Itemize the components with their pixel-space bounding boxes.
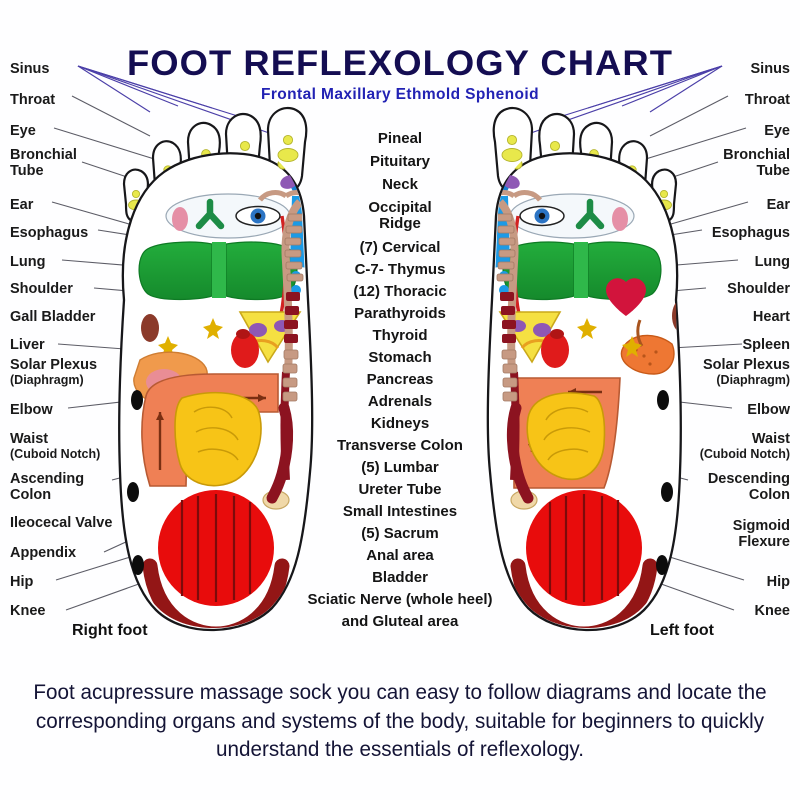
- center-zone-label-21: and Gluteal area: [341, 613, 459, 630]
- left-foot-edge-markers: [656, 390, 673, 575]
- heart-shape: [606, 278, 646, 316]
- center-zone-label-3: Occipital Ridge: [368, 199, 432, 232]
- page-subtitle: Frontal Maxillary Ethmold Sphenoid: [261, 86, 539, 103]
- left-zone-label-11: Elbow: [10, 402, 53, 418]
- left-zone-label-16: Hip: [10, 574, 34, 590]
- gall-bladder-shape: [141, 314, 159, 342]
- left-zone-label-15: Appendix: [10, 545, 77, 561]
- left-zone-label-5: Esophagus: [10, 225, 89, 241]
- center-zone-label-12: Kidneys: [370, 415, 430, 432]
- kidney-shape: [231, 332, 259, 368]
- center-zone-label-11: Adrenals: [367, 393, 433, 410]
- small-intestine-shape: [174, 391, 262, 487]
- right-zone-label-6: Lung: [754, 254, 790, 270]
- left-zone-label-2: Eye: [10, 123, 36, 139]
- center-zone-label-8: Thyroid: [372, 327, 428, 344]
- right-zone-sublabel-10: (Diaphragm): [716, 372, 790, 387]
- center-zone-label-9: Stomach: [368, 349, 432, 366]
- center-zone-label-7: Parathyroids: [354, 305, 446, 322]
- right-zone-label-9: Spleen: [742, 337, 790, 353]
- spine-right-foot: [258, 190, 311, 504]
- left-zone-label-14: Ileocecal Valve: [10, 515, 113, 531]
- left-zone-sublabel-12: (Cuboid Notch): [10, 446, 101, 461]
- right-zone-label-13: Descending Colon: [707, 471, 790, 503]
- center-zone-label-19: Bladder: [372, 569, 428, 586]
- caption-text: Foot acupressure massage sock you can ea…: [33, 680, 767, 762]
- left-foot-diagram: [486, 106, 682, 632]
- throat-marker: [172, 207, 188, 231]
- right-zone-label-15: Hip: [766, 574, 790, 590]
- right-zone-label-3: Bronchial Tube: [723, 147, 790, 179]
- right-zone-label-10: Solar Plexus(Diaphragm): [702, 357, 790, 387]
- right-zone-label-1: Throat: [744, 92, 790, 108]
- right-zone-label-7: Shoulder: [727, 281, 790, 297]
- left-zone-label-3: Bronchial Tube: [10, 147, 77, 179]
- sciatic-nerve-band: [142, 558, 290, 629]
- center-zone-label-18: Anal area: [366, 547, 434, 564]
- right-foot-diagram: [118, 106, 314, 632]
- right-zone-label-0: Sinus: [750, 61, 790, 77]
- left-zone-label-9: Liver: [10, 337, 45, 353]
- eye-icon: [235, 205, 281, 227]
- center-zone-label-6: (12) Thoracic: [353, 283, 447, 300]
- left-zone-label-10: Solar Plexus(Diaphragm): [10, 357, 98, 387]
- right-zone-label-16: Knee: [754, 603, 790, 619]
- center-zone-label-14: (5) Lumbar: [361, 459, 439, 476]
- center-zone-label-17: (5) Sacrum: [361, 525, 439, 542]
- center-zone-label-10: Pancreas: [366, 371, 434, 388]
- right-zone-sublabel-12: (Cuboid Notch): [699, 446, 790, 461]
- right-zone-label-2: Eye: [764, 123, 790, 139]
- right-foot-label: Right foot: [72, 622, 148, 639]
- left-zone-label-6: Lung: [10, 254, 46, 270]
- left-zone-label-1: Throat: [10, 92, 56, 108]
- left-zone-label-12: Waist(Cuboid Notch): [10, 431, 101, 461]
- bronchial-tube-icon: [195, 198, 225, 230]
- right-zone-label-12: Waist(Cuboid Notch): [699, 431, 790, 461]
- center-zone-label-0: Pineal: [377, 130, 423, 147]
- right-zone-label-8: Heart: [752, 309, 790, 325]
- left-zone-label-13: Ascending Colon: [10, 471, 85, 503]
- right-foot-edge-markers: [127, 390, 144, 575]
- center-zone-label-20: Sciatic Nerve (whole heel): [307, 591, 493, 608]
- right-zone-label-14: Sigmoid Flexure: [732, 518, 790, 550]
- left-zone-label-17: Knee: [10, 603, 46, 619]
- center-zone-label-2: Neck: [382, 176, 418, 193]
- center-zone-label-5: C-7- Thymus: [354, 261, 446, 278]
- right-zone-label-5: Esophagus: [711, 225, 790, 241]
- center-zone-label-1: Pituitary: [369, 153, 430, 170]
- solar-plexus-marker: [158, 318, 223, 357]
- left-zone-label-4: Ear: [10, 197, 34, 213]
- center-zone-label-16: Small Intestines: [342, 503, 458, 520]
- page-title: FOOT REFLEXOLOGY CHART: [127, 44, 673, 83]
- center-zone-label-15: Ureter Tube: [358, 481, 442, 498]
- left-zone-label-8: Gall Bladder: [10, 309, 96, 325]
- center-zone-label-13: Transverse Colon: [337, 437, 463, 454]
- left-zone-label-0: Sinus: [10, 61, 50, 77]
- left-zone-sublabel-10: (Diaphragm): [10, 372, 84, 387]
- right-zone-label-11: Elbow: [747, 402, 790, 418]
- center-zone-label-4: (7) Cervical: [359, 239, 441, 256]
- left-foot-label: Left foot: [650, 622, 714, 639]
- left-zone-label-7: Shoulder: [10, 281, 73, 297]
- right-zone-label-4: Ear: [766, 197, 790, 213]
